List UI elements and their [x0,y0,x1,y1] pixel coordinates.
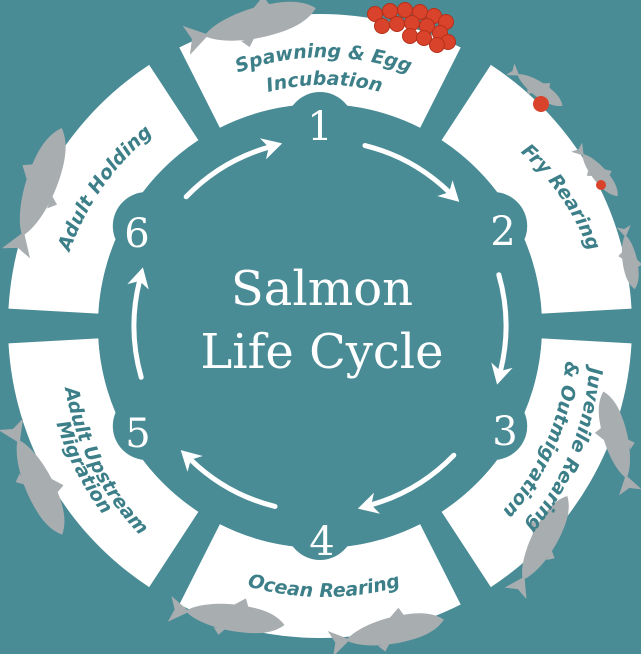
salmon-egg-icon [390,17,405,32]
title-line-2: Life Cycle [200,324,443,380]
salmon-egg-icon [533,96,549,112]
stage-number-1: 1 [307,104,332,150]
stage-number-3: 3 [492,409,517,455]
stage-number-2: 2 [490,209,515,255]
stage-number-5: 5 [125,411,150,457]
stage-number-4: 4 [309,519,334,565]
salmon-egg-icon [375,19,390,34]
salmon-egg-icon [596,180,606,190]
salmon-egg-icon [405,16,420,31]
salmon-egg-icon [430,38,445,53]
title-line-1: Salmon [231,261,413,317]
stage-number-6: 6 [124,211,149,257]
salmon-egg-icon [403,29,418,44]
